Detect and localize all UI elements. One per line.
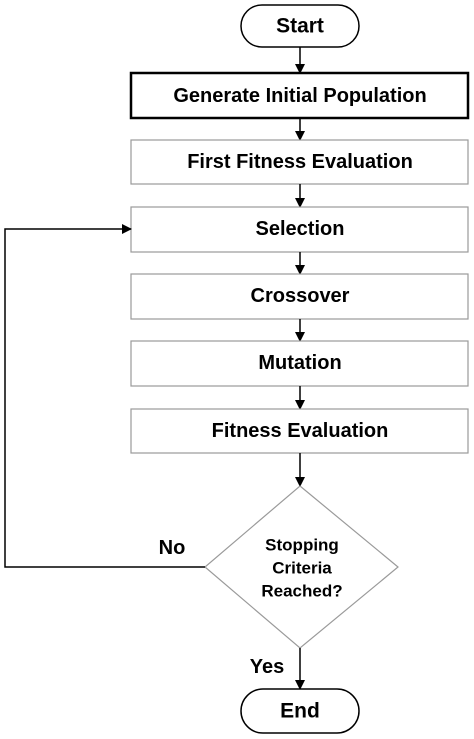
crossover-label: Crossover (251, 285, 350, 307)
mutation-node: Mutation (130, 340, 469, 387)
fitness-evaluation-node: Fitness Evaluation (130, 408, 469, 454)
end-label: End (280, 700, 320, 723)
decision-label-line-1: Stopping (265, 536, 339, 555)
fitness-evaluation-label: Fitness Evaluation (212, 420, 389, 442)
generate-population-node: Generate Initial Population (129, 71, 470, 120)
selection-node: Selection (130, 206, 469, 253)
crossover-node: Crossover (130, 273, 469, 320)
start-node: Start (240, 4, 360, 48)
mutation-label: Mutation (258, 352, 341, 374)
no-edge-label: No (159, 537, 186, 559)
arrow-no-loop-to-selection (4, 224, 205, 568)
yes-edge-label: Yes (250, 656, 284, 678)
selection-label: Selection (256, 218, 345, 240)
stopping-criteria-decision: Stopping Criteria Reached? (204, 485, 399, 649)
generate-population-label: Generate Initial Population (173, 85, 426, 107)
first-fitness-evaluation-label: First Fitness Evaluation (187, 151, 413, 173)
decision-label-line-2: Criteria (272, 559, 332, 578)
decision-label-line-3: Reached? (261, 582, 342, 601)
end-node: End (240, 688, 360, 734)
start-label: Start (276, 15, 324, 38)
first-fitness-evaluation-node: First Fitness Evaluation (130, 139, 469, 185)
